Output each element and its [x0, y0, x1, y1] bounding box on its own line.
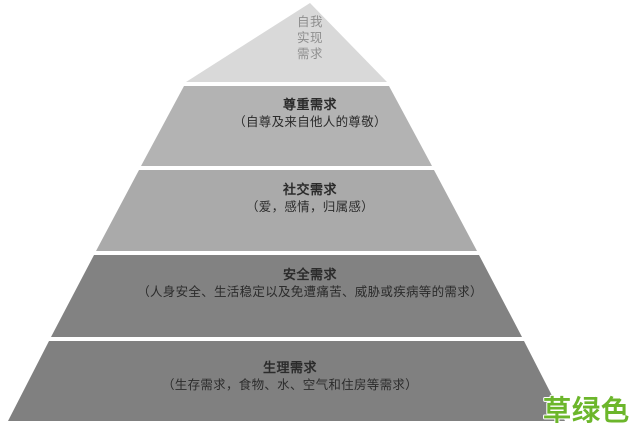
pyramid-tier-social-shape [96, 170, 477, 251]
pyramid-tier-physiological-shape [8, 341, 565, 421]
pyramid-tier-self-actualization-shape [186, 3, 387, 82]
pyramid-tier-safety-shape [51, 255, 522, 337]
pyramid-tier-esteem-shape [141, 86, 432, 166]
watermark-label: 草绿色 [542, 395, 630, 426]
